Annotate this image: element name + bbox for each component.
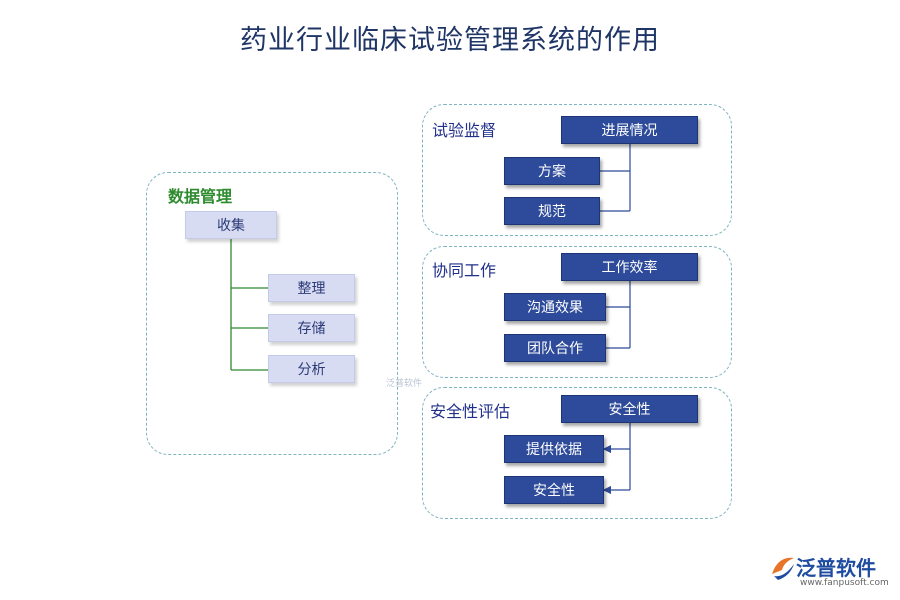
- logo-name: 泛普软件: [796, 556, 876, 580]
- collect-box: 收集: [185, 211, 277, 239]
- watermark: 泛普软件: [386, 379, 423, 389]
- safety-head-box: 安全性: [561, 395, 698, 423]
- plan-box: 方案: [504, 157, 600, 185]
- logo-url: www.fanpusoft.com: [800, 578, 889, 588]
- data-management-group: [146, 172, 398, 455]
- page-title: 药业行业临床试验管理系统的作用: [240, 25, 660, 56]
- data-management-label: 数据管理: [168, 187, 233, 206]
- logo-icon: [772, 557, 794, 580]
- safety-box: 安全性: [504, 476, 604, 504]
- teamwork-box: 团队合作: [504, 334, 606, 362]
- organize-box: 整理: [268, 274, 355, 302]
- basis-box: 提供依据: [504, 435, 604, 463]
- group2-lines: [606, 279, 631, 349]
- storage-box: 存储: [268, 314, 355, 342]
- analysis-box: 分析: [268, 355, 355, 383]
- trial-supervision-label: 试验监督: [432, 121, 497, 140]
- trial-supervision-group: [422, 104, 732, 236]
- progress-box: 进展情况: [561, 116, 698, 144]
- standard-box: 规范: [504, 197, 600, 225]
- collaboration-group: [422, 246, 732, 378]
- collaboration-label: 协同工作: [432, 261, 497, 280]
- efficiency-box: 工作效率: [561, 253, 698, 281]
- data-tree-lines: [230, 238, 268, 371]
- communication-box: 沟通效果: [504, 293, 606, 321]
- safety-label: 安全性评估: [430, 402, 511, 421]
- safety-group: [422, 387, 732, 519]
- group3-lines: [602, 421, 631, 495]
- brand-logo: 泛普软件 www.fanpusoft.com: [768, 550, 893, 594]
- group1-lines: [600, 142, 631, 212]
